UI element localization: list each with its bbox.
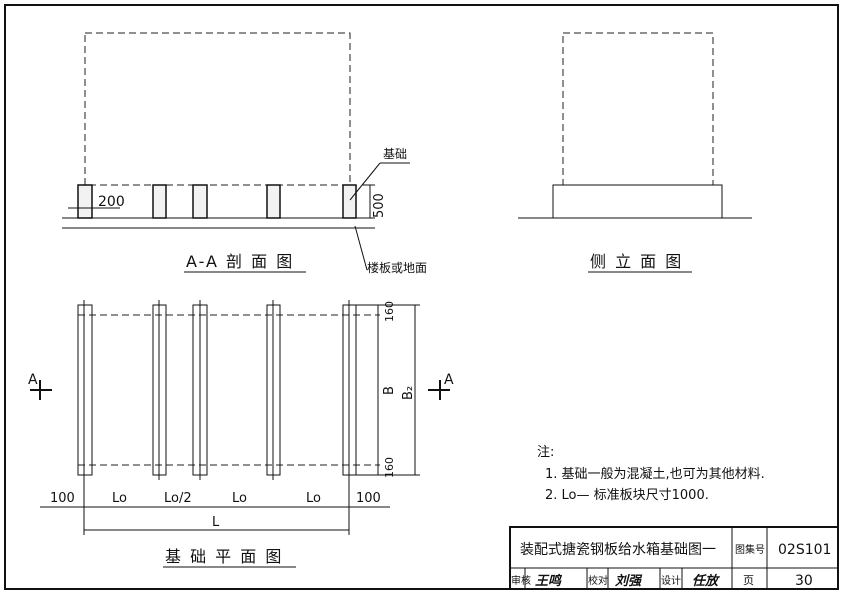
- dim-lo: Lo: [112, 491, 127, 506]
- atlas-label: 图集号: [735, 543, 765, 556]
- floor-label: 楼板或地面: [367, 260, 427, 275]
- sheet-border: [4, 4, 839, 590]
- atlas-number: 02S101: [778, 542, 831, 558]
- foundation-post: [152, 184, 167, 219]
- notes-heading: 注:: [537, 445, 554, 460]
- section-title: A-A 剖 面 图: [186, 252, 294, 271]
- note-item: 2. Lo— 标准板块尺寸1000.: [545, 488, 709, 503]
- dim-lo: Lo: [232, 491, 247, 506]
- dim-100-right: 100: [356, 491, 381, 506]
- tank-outline-dashed: [84, 32, 351, 186]
- section-view: 200 500 基础 楼板或地面 A-A 剖 面 图: [62, 32, 427, 275]
- foundation-label: 基础: [383, 147, 407, 161]
- side-title: 侧 立 面 图: [590, 252, 683, 271]
- design-signature: 任放: [692, 573, 720, 589]
- dim-l: L: [212, 515, 220, 530]
- dim-160-top: 160: [383, 301, 396, 322]
- side-view: 侧 立 面 图: [518, 32, 752, 273]
- design-label: 设计: [661, 574, 681, 587]
- plan-title: 基 础 平 面 图: [165, 547, 283, 566]
- title-block: 装配式搪瓷钢板给水箱基础图一 图集号 02S101 审核 王鸣 校对 刘强 设计…: [509, 526, 839, 590]
- page-number: 30: [795, 573, 813, 589]
- dim-lo: Lo: [306, 491, 321, 506]
- dim-500: 500: [372, 193, 387, 218]
- section-mark-left: A: [28, 372, 38, 388]
- drawing-title: 装配式搪瓷钢板给水箱基础图一: [520, 541, 716, 558]
- dim-b: B: [382, 386, 397, 395]
- review-label: 审核: [511, 574, 531, 587]
- check-signature: 刘强: [615, 573, 643, 589]
- plan-view: 160 B 160 B₂ A A 100 Lo Lo/2 Lo Lo 100 L…: [28, 300, 454, 568]
- dim-lo-half: Lo/2: [164, 491, 192, 506]
- foundation-post: [192, 184, 208, 219]
- tank-outline-dashed: [562, 32, 714, 186]
- foundation-post: [77, 184, 93, 219]
- dim-100-left: 100: [50, 491, 75, 506]
- foundation-post: [266, 184, 281, 219]
- note-item: 1. 基础一般为混凝土,也可为其他材料.: [545, 466, 765, 482]
- notes: 注: 1. 基础一般为混凝土,也可为其他材料. 2. Lo— 标准板块尺寸100…: [537, 445, 765, 503]
- foundation-strip: [77, 304, 93, 476]
- check-label: 校对: [588, 574, 608, 587]
- foundation-post: [342, 184, 357, 219]
- base-block: [552, 184, 723, 219]
- dim-b2: B₂: [401, 386, 416, 400]
- dim-160-bottom: 160: [383, 457, 396, 478]
- page-label: 页: [743, 574, 754, 587]
- review-signature: 王鸣: [535, 573, 563, 589]
- section-mark-right: A: [444, 372, 454, 388]
- dim-200: 200: [98, 194, 125, 210]
